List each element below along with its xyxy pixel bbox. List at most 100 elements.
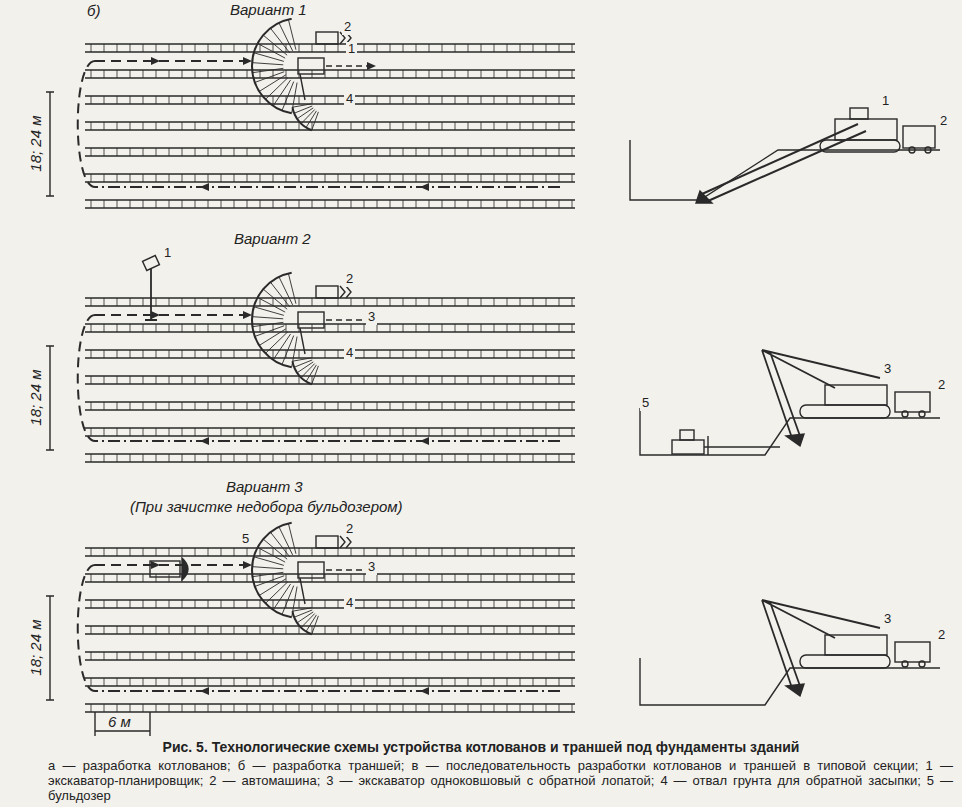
route-line <box>78 565 95 691</box>
trench-strip <box>85 200 575 208</box>
spoil-heap <box>292 104 318 130</box>
trench-hatch <box>91 70 572 78</box>
trench-strip <box>85 324 575 332</box>
trench-strip <box>85 298 575 306</box>
trench-hatch <box>91 454 572 462</box>
excavator-symbol <box>298 58 324 74</box>
trench-hatch <box>91 626 572 634</box>
trench-strip <box>85 376 575 384</box>
truck-symbol <box>340 536 351 548</box>
trench-hatch <box>91 574 572 582</box>
label-text: Вариант 3 <box>224 478 305 495</box>
trench-hatch <box>91 402 572 410</box>
callout-number: 3 <box>882 612 893 627</box>
route-line <box>78 61 95 187</box>
spoil-heap <box>292 608 318 634</box>
arrow-head <box>367 62 376 70</box>
callout-number: 4 <box>344 346 355 361</box>
dimension-line <box>95 712 150 736</box>
arrow-head <box>200 437 209 445</box>
excavator-fan <box>252 273 297 367</box>
section-3 <box>640 600 940 705</box>
trench-strip <box>85 44 575 52</box>
route-line <box>95 186 560 188</box>
excavator-fan <box>252 523 297 617</box>
dimension-line <box>46 92 54 196</box>
truck-symbol <box>316 286 338 298</box>
trench-strip <box>85 96 575 104</box>
arrow-head <box>420 437 429 445</box>
trench-hatch <box>91 600 572 608</box>
callout-number: 2 <box>936 628 947 643</box>
callout-number: 2 <box>344 522 355 537</box>
route-line <box>95 314 255 316</box>
trench-hatch <box>91 148 572 156</box>
arrow-head <box>420 183 429 191</box>
caption-legend: а — разработка котлованов; б — разработк… <box>46 758 955 803</box>
excavator-fan <box>252 19 297 113</box>
excavator-symbol <box>298 312 324 328</box>
trench-strip <box>85 678 575 686</box>
caption: Рис. 5. Технологические схемы устройства… <box>161 739 802 755</box>
callout-number: 1 <box>162 246 173 261</box>
label-text: 18; 24 м <box>27 618 44 678</box>
callout-number: 1 <box>346 42 357 57</box>
arrow-head <box>151 561 160 569</box>
trench-hatch <box>91 652 572 660</box>
callout-number: 2 <box>344 272 355 287</box>
label-text: (При зачистке недобора бульдозером) <box>128 498 405 515</box>
trench-hatch <box>91 96 572 104</box>
trench-hatch <box>91 298 572 306</box>
plan-line <box>300 578 305 604</box>
truck-symbol <box>316 536 338 548</box>
callout-number: 3 <box>882 362 893 377</box>
trench-hatch <box>91 44 572 52</box>
trench-hatch <box>91 704 572 712</box>
callout-number: 4 <box>344 596 355 611</box>
plan-line <box>300 328 305 354</box>
route-line <box>326 65 372 66</box>
bulldozer-symbol <box>182 558 188 580</box>
callout-number: 3 <box>366 310 377 325</box>
excavator-symbol <box>762 350 930 446</box>
arrow-head <box>200 183 209 191</box>
trench-hatch <box>91 200 572 208</box>
section-2 <box>640 350 940 455</box>
callout-number: 1 <box>880 94 891 109</box>
arrow-head <box>151 311 160 319</box>
dimension-line <box>46 596 54 700</box>
callout-number: 5 <box>240 532 251 547</box>
route-line <box>95 564 255 566</box>
callout-number: 4 <box>344 92 355 107</box>
arrow-head <box>243 311 252 319</box>
excavator-fan <box>252 273 292 368</box>
trench-strip <box>85 454 575 462</box>
bulldozer-symbol <box>150 561 180 577</box>
dimension-line <box>46 346 54 450</box>
excavator-symbol <box>298 562 324 578</box>
arrow-head <box>243 561 252 569</box>
truck-symbol <box>316 32 338 44</box>
callout-number: 2 <box>938 114 949 129</box>
trench-strip <box>85 122 575 130</box>
trench-strip <box>85 402 575 410</box>
planner-symbol <box>145 268 157 320</box>
trench-hatch <box>91 174 572 182</box>
label-text: 6 м <box>106 713 133 730</box>
callout-number: 2 <box>342 20 353 35</box>
trench-strip <box>85 428 575 436</box>
plan-line <box>300 74 305 100</box>
route-line <box>95 690 560 692</box>
trench-strip <box>85 574 575 582</box>
trench-strip <box>85 704 575 712</box>
label-text: 18; 24 м <box>27 114 44 174</box>
label-text: Вариант 2 <box>232 230 313 247</box>
trench-strip <box>85 350 575 358</box>
label-text: Вариант 1 <box>228 1 309 18</box>
arrow-head <box>200 687 209 695</box>
trench-strip <box>85 652 575 660</box>
trench-strip <box>85 626 575 634</box>
trench-strip <box>85 174 575 182</box>
arrow-head <box>151 57 160 65</box>
trench-hatch <box>91 548 572 556</box>
